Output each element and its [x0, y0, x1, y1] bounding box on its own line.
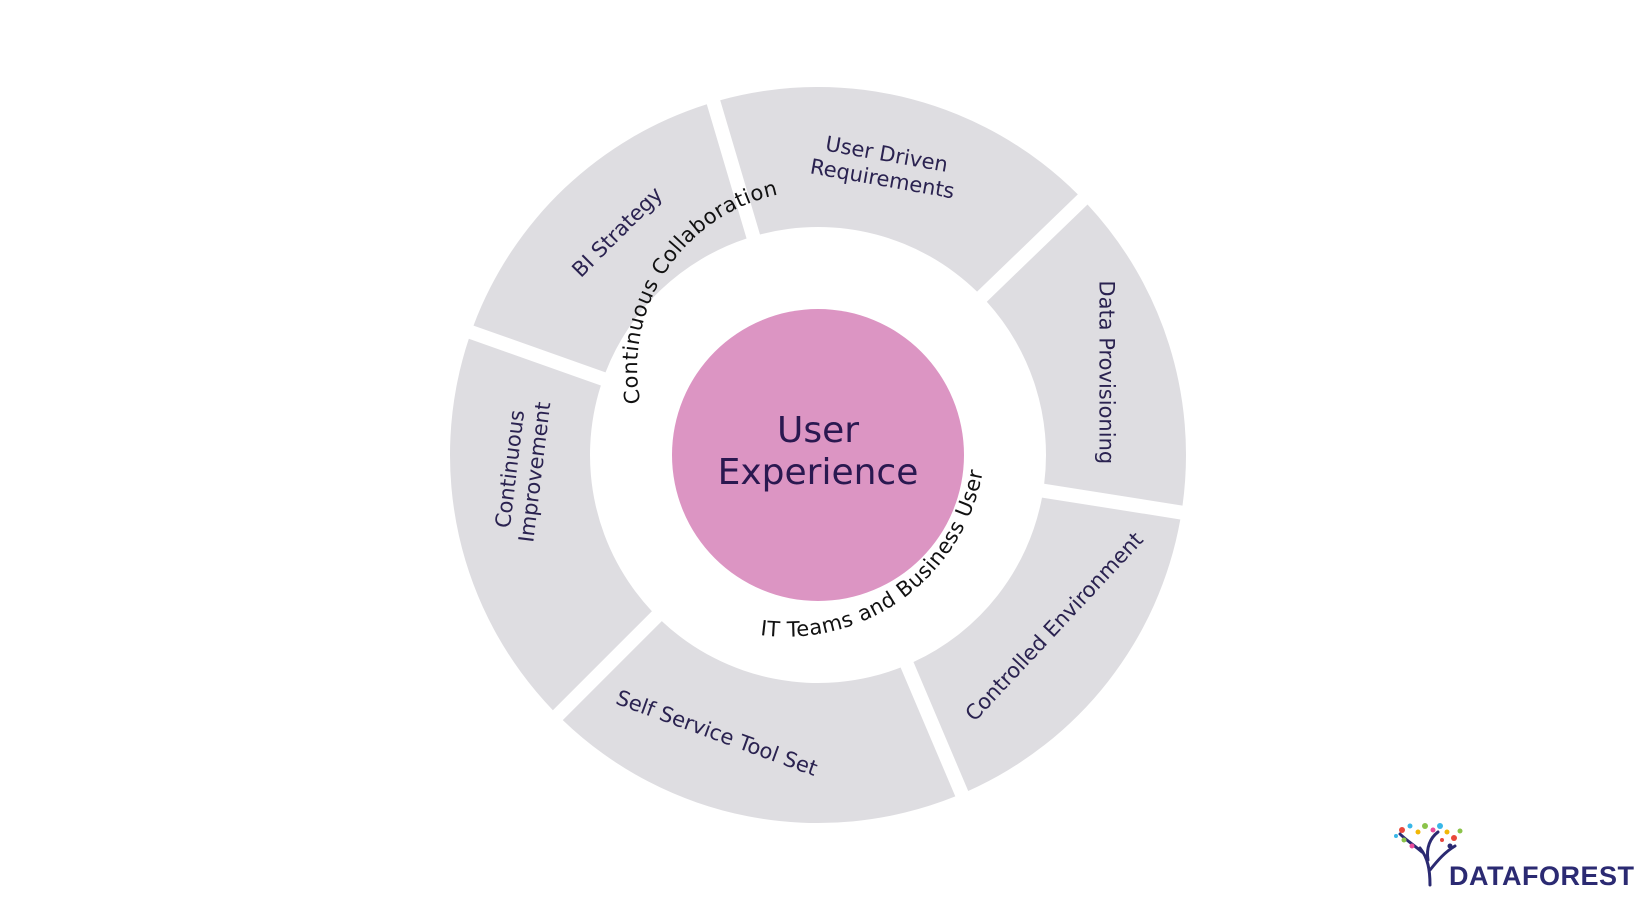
ring-segment-6	[473, 104, 747, 373]
ring-segment-2	[986, 204, 1186, 506]
ring-segment-5	[450, 338, 652, 711]
segment-label-2: Data Provisioning	[1094, 280, 1118, 464]
center-title-line2: Experience	[718, 452, 919, 493]
center-title-line1: User	[777, 410, 859, 451]
ring-segment-4	[562, 621, 956, 824]
logo-wordmark: DATAFOREST	[1449, 861, 1634, 891]
dataforest-logo: DATAFOREST	[1394, 823, 1634, 891]
ring-segment-1	[720, 87, 1078, 292]
tree-icon	[1394, 823, 1463, 887]
ring-segment-3	[913, 497, 1181, 791]
center-circle	[672, 309, 964, 601]
segment-label-line: Data Provisioning	[1094, 280, 1118, 464]
